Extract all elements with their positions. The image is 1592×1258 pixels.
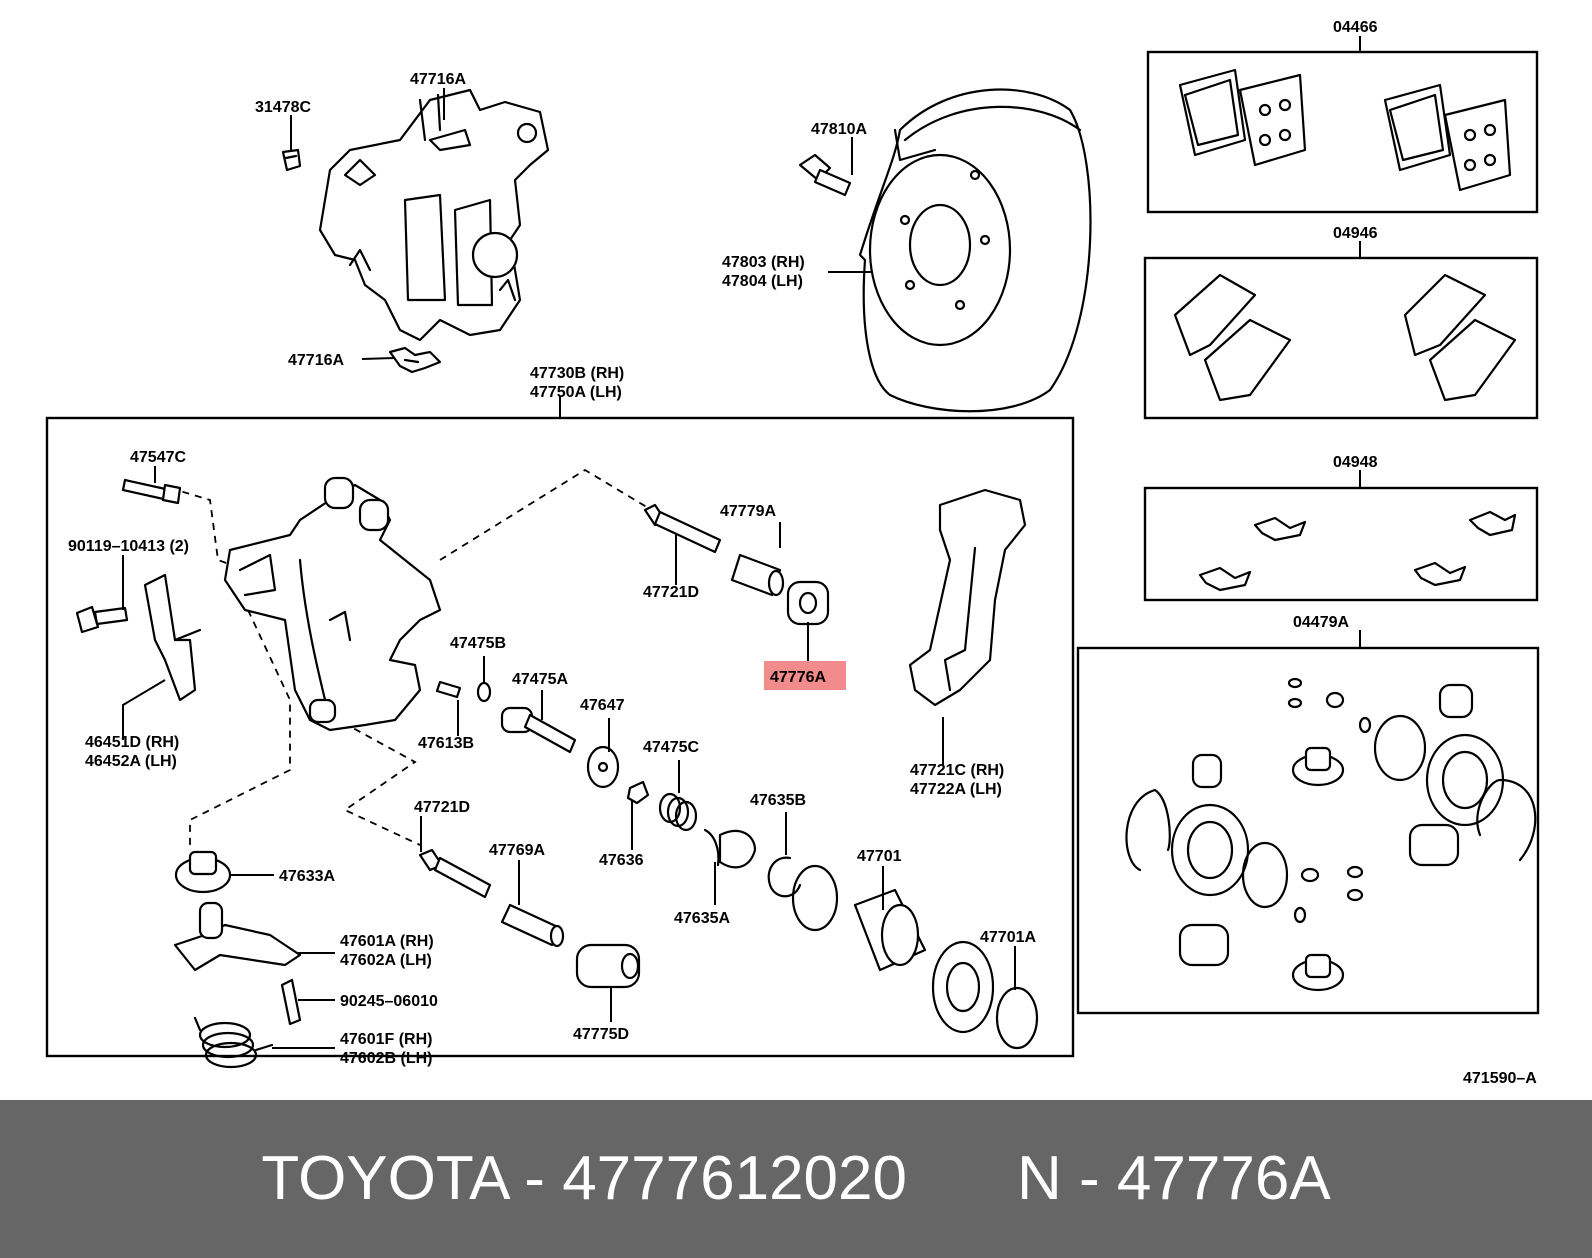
part-47635A-drawing: [703, 828, 757, 869]
caliper-body-drawing: [223, 476, 442, 732]
label-04948[interactable]: 04948: [1333, 454, 1378, 471]
label-47804[interactable]: 47804 (LH): [722, 273, 803, 290]
parts-diagram: 47716A 31478C 47716A 47810A 47803 (RH) 4…: [45, 19, 1540, 1087]
part-47776A-drawing: [786, 580, 830, 626]
disc-rotor-drawing: [858, 88, 1092, 413]
separator-2: -: [1061, 1144, 1117, 1213]
label-47475C[interactable]: 47475C: [643, 739, 699, 756]
part-47779A-drawing: [730, 553, 785, 597]
label-47635B[interactable]: 47635B: [750, 792, 806, 809]
part-47475C-drawing: [658, 792, 698, 832]
part-labels: 47716A 31478C 47716A 47810A 47803 (RH) 4…: [68, 19, 1537, 1087]
kit-04948-drawing: [1143, 486, 1539, 602]
label-90119[interactable]: 90119–10413 (2): [68, 538, 189, 555]
label-47722A[interactable]: 47722A (LH): [910, 781, 1002, 798]
part-47636-drawing: [626, 780, 650, 805]
label-90245[interactable]: 90245–06010: [340, 993, 438, 1010]
part-47775D-drawing: [575, 943, 641, 989]
part-47601A-drawing: [173, 901, 302, 972]
leader-lines: [122, 36, 1361, 1049]
part-90119-bolt-drawing: [75, 605, 129, 634]
separator: -: [507, 1144, 563, 1213]
part-47716A-clip-drawing: [388, 346, 442, 374]
label-47601F[interactable]: 47601F (RH): [340, 1031, 432, 1048]
label-47647[interactable]: 47647: [580, 697, 625, 714]
part-highlight: [764, 661, 846, 690]
footer-title: TOYOTA - 4777612020 N - 47776A: [0, 1100, 1592, 1258]
part-31478C-drawing: [281, 148, 302, 172]
label-04946[interactable]: 04946: [1333, 225, 1378, 242]
part-47475B-drawing: [476, 681, 492, 703]
label-47730B[interactable]: 47730B (RH): [530, 365, 624, 382]
label-47803[interactable]: 47803 (RH): [722, 254, 805, 271]
label-47750A[interactable]: 47750A (LH): [530, 384, 622, 401]
label-46452A[interactable]: 46452A (LH): [85, 753, 177, 770]
kit-04466-drawing: [1146, 50, 1539, 214]
label-47721D-bottom[interactable]: 47721D: [414, 799, 470, 816]
footer-bar: TOYOTA - 4777612020 N - 47776A: [0, 1100, 1592, 1258]
part-47701A-drawing: [931, 940, 1039, 1050]
part-47701-piston-drawing: [853, 888, 927, 972]
part-47635B-drawing: [767, 856, 802, 898]
part-47721D-bottom-drawing: [418, 848, 492, 899]
label-47776A[interactable]: 47776A: [770, 669, 826, 686]
label-31478C[interactable]: 31478C: [255, 99, 311, 116]
part-47701-seal-drawing: [791, 864, 839, 932]
label-47810A[interactable]: 47810A: [811, 121, 867, 138]
label-47602A[interactable]: 47602A (LH): [340, 952, 432, 969]
label-47633A[interactable]: 47633A: [279, 868, 335, 885]
label-47701[interactable]: 47701: [857, 848, 902, 865]
label-47721D-top[interactable]: 47721D: [643, 584, 699, 601]
caliper-assembly-drawing: [318, 88, 550, 342]
label-47547C[interactable]: 47547C: [130, 449, 186, 466]
label-47601A[interactable]: 47601A (RH): [340, 933, 434, 950]
label-47475B[interactable]: 47475B: [450, 635, 506, 652]
kit-04946-drawing: [1143, 256, 1539, 420]
label-47475A[interactable]: 47475A: [512, 671, 568, 688]
part-47721D-top-drawing: [643, 503, 722, 554]
part-47633A-drawing: [174, 850, 232, 894]
drawing-id: 471590–A: [1463, 1070, 1537, 1087]
kit-04479A-drawing: [1076, 646, 1540, 1015]
label-47636[interactable]: 47636: [599, 852, 644, 869]
ref-prefix: N: [1017, 1144, 1062, 1213]
label-04479A[interactable]: 04479A: [1293, 614, 1349, 631]
ref-code: 47776A: [1116, 1144, 1331, 1213]
label-47701A[interactable]: 47701A: [980, 929, 1036, 946]
part-47810A-bolt-drawing: [798, 153, 852, 197]
part-47769A-drawing: [500, 903, 565, 948]
label-47769A[interactable]: 47769A: [489, 842, 545, 859]
label-47716A-top[interactable]: 47716A: [410, 71, 466, 88]
label-47602B[interactable]: 47602B (LH): [340, 1050, 432, 1067]
label-47779A[interactable]: 47779A: [720, 503, 776, 520]
part-number: 4777612020: [562, 1144, 908, 1213]
label-47775D[interactable]: 47775D: [573, 1026, 629, 1043]
label-04466[interactable]: 04466: [1333, 19, 1378, 36]
part-47601F-spring-drawing: [193, 1016, 274, 1069]
part-47647-drawing: [586, 745, 620, 789]
part-47721C-bracket-drawing: [908, 488, 1027, 707]
brand-name: TOYOTA: [261, 1144, 508, 1213]
part-90245-drawing: [280, 978, 302, 1026]
part-47547C-drawing: [121, 478, 182, 505]
dashed-guide-lines: [169, 468, 661, 850]
label-47721C[interactable]: 47721C (RH): [910, 762, 1004, 779]
label-47716A-bottom[interactable]: 47716A: [288, 352, 344, 369]
part-46451D-bracket-drawing: [143, 573, 202, 702]
label-47635A[interactable]: 47635A: [674, 910, 730, 927]
part-47475A-drawing: [500, 706, 577, 754]
label-46451D[interactable]: 46451D (RH): [85, 734, 179, 751]
label-47613B[interactable]: 47613B: [418, 735, 474, 752]
part-47613B-drawing: [435, 680, 462, 699]
